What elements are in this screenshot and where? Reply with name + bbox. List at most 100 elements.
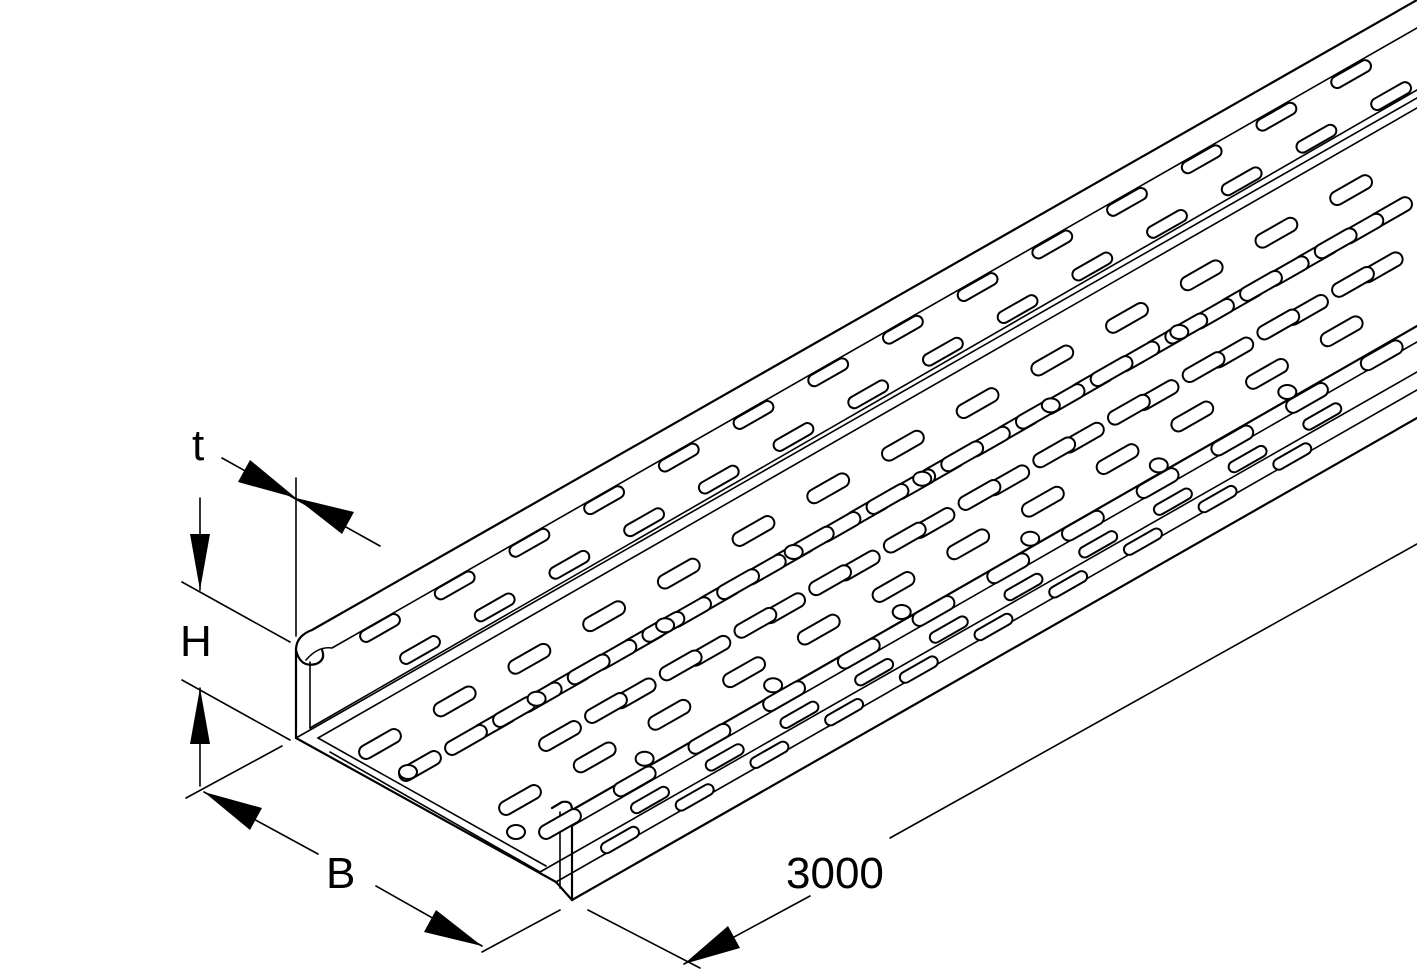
back-slot xyxy=(732,400,775,430)
floor-hole xyxy=(783,544,804,560)
floor-slot xyxy=(1254,216,1299,249)
front-slot xyxy=(1048,570,1089,599)
width-dimension: B xyxy=(185,745,561,953)
height-dimension: H xyxy=(180,497,291,787)
floor-slot xyxy=(1359,339,1404,372)
back-slot xyxy=(922,336,964,367)
front-slot xyxy=(1227,444,1268,474)
thickness-arrow-left xyxy=(238,460,296,498)
floor-slot xyxy=(358,728,402,760)
floor-slot xyxy=(796,613,841,646)
floor-slot xyxy=(836,637,881,670)
length-dimension: 3000 xyxy=(587,543,1417,969)
back-slot xyxy=(623,507,665,538)
thickness-dimension: t xyxy=(192,421,381,637)
front-slot xyxy=(1197,484,1238,514)
front-slot xyxy=(600,825,640,855)
floor-slot xyxy=(538,808,582,840)
floor-slot xyxy=(572,741,617,774)
back-slot xyxy=(1031,229,1074,260)
front-slot xyxy=(749,740,790,769)
floor-slot xyxy=(806,472,851,505)
floor-slot xyxy=(716,568,760,601)
floor-slot xyxy=(658,649,703,682)
thickness-label: t xyxy=(192,421,204,470)
front-slot xyxy=(704,743,745,772)
width-arrow-left xyxy=(204,792,262,830)
tray-floor xyxy=(294,107,1417,884)
floor-hole xyxy=(891,604,912,620)
floor-hole xyxy=(398,764,418,780)
floor-slot xyxy=(1061,509,1105,542)
front-wall-slots xyxy=(600,402,1343,855)
floor-slot xyxy=(865,483,910,515)
floor-hole xyxy=(506,824,526,840)
back-slot xyxy=(697,464,740,495)
floor-slot xyxy=(1105,301,1149,334)
back-slot xyxy=(1071,251,1114,282)
front-slot xyxy=(928,615,969,644)
back-slot xyxy=(847,379,890,410)
back-slot xyxy=(1330,59,1372,90)
floor-round-holes xyxy=(398,324,1298,840)
floor-slot xyxy=(1181,351,1226,384)
floor-slot xyxy=(498,784,542,816)
back-wall-slots xyxy=(359,59,1412,665)
front-slot xyxy=(630,785,670,815)
floor-slot xyxy=(733,606,778,639)
back-slot xyxy=(1220,166,1263,197)
floor-slot xyxy=(566,653,611,686)
floor-slot xyxy=(731,515,776,547)
floor-slot xyxy=(647,698,692,731)
length-label: 3000 xyxy=(786,849,884,898)
back-slot xyxy=(1255,101,1298,132)
floor-slot xyxy=(687,722,732,755)
floor-hole xyxy=(655,617,676,634)
floor-slot xyxy=(656,557,701,590)
floor-slot xyxy=(1285,381,1329,414)
floor-slots xyxy=(358,174,1413,840)
floor-slot xyxy=(1331,265,1375,298)
front-slot xyxy=(1152,487,1193,516)
floor-slot xyxy=(881,429,925,462)
floor-hole xyxy=(526,690,547,707)
thickness-arrow-right xyxy=(296,498,354,534)
front-slot xyxy=(779,700,820,729)
back-slot xyxy=(1370,81,1412,112)
floor-slot xyxy=(507,642,552,675)
floor-slot xyxy=(955,387,1000,420)
back-slot xyxy=(1295,123,1338,154)
floor-slot xyxy=(911,595,956,627)
floor-slot xyxy=(957,479,1002,511)
floor-slot xyxy=(871,571,916,603)
back-slot xyxy=(399,635,441,665)
floor-hole xyxy=(1040,397,1061,414)
back-slot xyxy=(508,527,551,558)
floor-slot xyxy=(1032,436,1077,469)
floor-slot xyxy=(1179,259,1224,292)
back-wall xyxy=(294,0,1417,740)
height-arrow-up xyxy=(190,688,210,744)
back-slot xyxy=(583,485,625,516)
floor-slot xyxy=(1256,308,1301,341)
floor-slot xyxy=(1095,443,1140,476)
floor-slot xyxy=(1135,467,1180,500)
floor-slot xyxy=(1030,344,1075,377)
back-slot xyxy=(548,549,591,580)
front-slot xyxy=(824,698,865,727)
front-slot xyxy=(854,658,895,687)
back-slot xyxy=(359,613,401,643)
back-slot xyxy=(772,422,815,452)
floor-slot xyxy=(1239,269,1283,302)
back-slot xyxy=(1146,208,1188,239)
floor-slot xyxy=(1329,174,1373,207)
floor-slot xyxy=(1245,357,1289,390)
floor-slot xyxy=(808,564,852,597)
floor-slot xyxy=(1107,393,1151,426)
floor-hole xyxy=(912,470,933,487)
front-slot xyxy=(674,783,715,812)
floor-slot xyxy=(940,440,985,473)
back-slot xyxy=(433,570,476,601)
floor-slot xyxy=(582,600,626,633)
